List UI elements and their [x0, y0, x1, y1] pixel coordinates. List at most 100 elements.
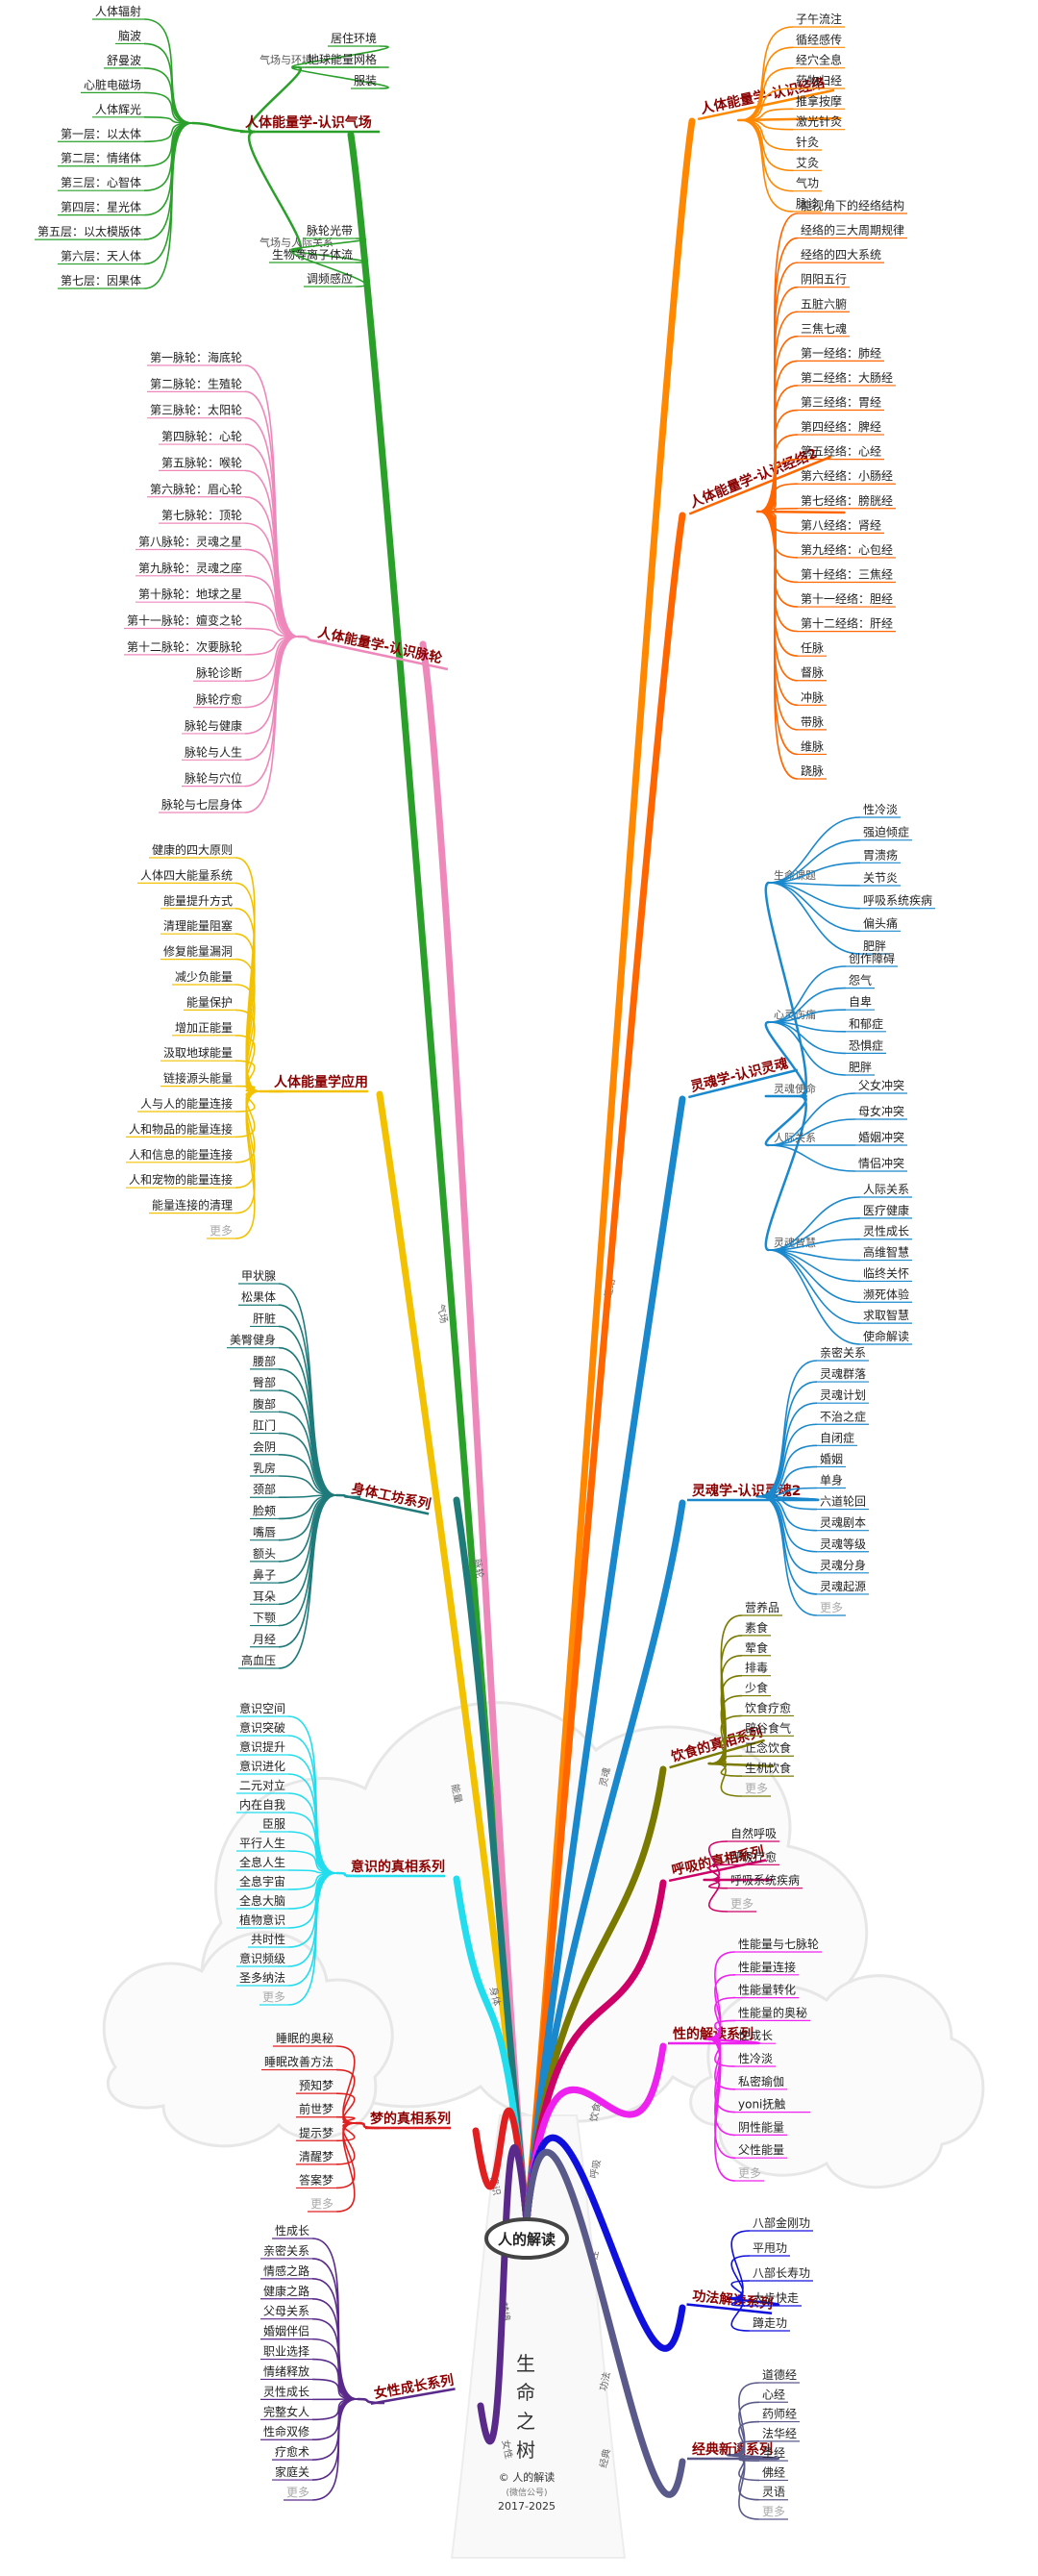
leaf-linghun-0-0[interactable]: 性冷淡: [863, 803, 898, 816]
group-label-qichang-2[interactable]: 气场与人际关系: [260, 236, 334, 249]
leaf-meng-0-4[interactable]: 提示梦: [299, 2125, 334, 2139]
leaf-yishi-0-6[interactable]: 臣服: [262, 1817, 285, 1831]
leaf-linghun-0-3[interactable]: 关节炎: [863, 871, 898, 885]
leaf-jingluo2-0-0[interactable]: 能视角下的经络结构: [801, 198, 904, 213]
leaf-linghun-0-4[interactable]: 呼吸系统疾病: [863, 893, 932, 908]
leaf-meng-0-2[interactable]: 预知梦: [299, 2079, 334, 2092]
leaf-linghun-1-3[interactable]: 和郁症: [849, 1016, 883, 1031]
leaf-jingdian-0-3[interactable]: 法华经: [762, 2427, 797, 2440]
leaf-gongfa2-0-0[interactable]: 八部金刚功: [753, 2215, 810, 2230]
leaf-nvxing-0-10[interactable]: 性命双修: [263, 2424, 309, 2438]
leaf-jingluo2-0-3[interactable]: 阴阳五行: [801, 273, 847, 287]
leaf-jingdian-0-6[interactable]: 灵语: [762, 2486, 785, 2499]
leaf-linghun-0-5[interactable]: 偏头痛: [863, 915, 898, 930]
leaf-jingluo2-0-5[interactable]: 三焦七魂: [801, 321, 847, 336]
leaf-jingdian-0-5[interactable]: 佛经: [762, 2465, 785, 2479]
leaf-meng-0-3[interactable]: 前世梦: [299, 2102, 334, 2116]
leaf-qichang-0-5[interactable]: 第一层：以太体: [61, 126, 141, 140]
leaf-xing-0-6[interactable]: 私密瑜伽: [738, 2074, 784, 2088]
leaf-meng-0-6[interactable]: 答案梦: [299, 2172, 334, 2187]
branch-title-yingyong[interactable]: 人体能量学应用: [274, 1074, 368, 1090]
leaf-yingyong-0-9[interactable]: 链接源头能量: [163, 1071, 233, 1086]
leaf-yingyong-0-3[interactable]: 清理能量阻塞: [163, 918, 233, 933]
leaf-yingyong-0-1[interactable]: 人体四大能量系统: [140, 868, 233, 882]
leaf-linghun2-0-1[interactable]: 灵魂群落: [820, 1366, 866, 1381]
leaf-linghun2-0-3[interactable]: 不治之症: [820, 1409, 866, 1423]
branch-yingyong[interactable]: 人体能量学应用健康的四大原则人体四大能量系统能量提升方式清理能量阻塞修复能量漏洞…: [126, 842, 368, 1238]
leaf-yishi-0-11[interactable]: 植物意识: [239, 1913, 285, 1927]
leaf-mailun-0-2[interactable]: 第三脉轮：太阳轮: [150, 403, 242, 417]
branch-mailun[interactable]: 人体能量学-认识脉轮第一脉轮：海底轮第二脉轮：生殖轮第三脉轮：太阳轮第四脉轮：心…: [124, 350, 448, 813]
leaf-jingluo-0-1[interactable]: 循经感传: [796, 32, 842, 46]
leaf-yinshi-0-6[interactable]: 辟谷食气: [745, 1720, 791, 1735]
leaf-linghun-0-1[interactable]: 强迫倾症: [863, 825, 909, 839]
leaf-nvxing-0-4[interactable]: 父母关系: [263, 2305, 309, 2318]
leaf-jingluo-0-0[interactable]: 子午流注: [796, 12, 842, 26]
leaf-xing-0-7[interactable]: yoni抚触: [738, 2098, 785, 2112]
leaf-qichang-0-3[interactable]: 心脏电磁场: [84, 77, 141, 91]
leaf-meng-0-1[interactable]: 睡眠改善方法: [264, 2055, 334, 2069]
leaf-linghun-3-3[interactable]: 情侣冲突: [858, 1156, 904, 1170]
leaf-jingluo2-0-22[interactable]: 维脉: [801, 738, 824, 753]
leaf-nvxing-0-3[interactable]: 健康之路: [263, 2284, 309, 2298]
branch-qichang[interactable]: 人体能量学-认识气场人体辐射脑波舒曼波心脏电磁场人体辉光第一层：以太体第二层：情…: [35, 4, 388, 288]
leaf-linghun-4-4[interactable]: 临终关怀: [863, 1265, 909, 1280]
leaf-linghun-1-0[interactable]: 创作障碍: [849, 951, 895, 965]
leaf-qichang-0-8[interactable]: 第四层：星光体: [61, 201, 141, 214]
leaf-yinshi-0-3[interactable]: 排毒: [745, 1662, 768, 1675]
leaf-linghun-1-5[interactable]: 肥胖: [849, 1061, 872, 1074]
branch-linghun[interactable]: 灵魂学-认识灵魂生命课题性冷淡强迫倾症胃溃疡关节炎呼吸系统疾病偏头痛肥胖心灵伤痛…: [688, 803, 935, 1344]
branch-title-yishi[interactable]: 意识的真相系列: [351, 1859, 445, 1875]
leaf-gongfa-0-4[interactable]: 腰部: [253, 1354, 276, 1368]
branch-title-nvxing[interactable]: 女性成长系列: [373, 2372, 456, 2402]
leaf-linghun2-0-4[interactable]: 自闭症: [820, 1430, 854, 1444]
leaf-jingluo2-0-14[interactable]: 第九经络：心包经: [801, 542, 893, 557]
leaf-linghun-4-7[interactable]: 使命解读: [863, 1329, 909, 1343]
leaf-yishi-0-15[interactable]: 更多: [262, 1990, 285, 2004]
leaf-yishi-0-2[interactable]: 意识提升: [239, 1739, 285, 1754]
leaf-qichang-2-2[interactable]: 调频感应: [307, 271, 353, 286]
leaf-xing-0-1[interactable]: 性能量连接: [738, 1960, 796, 1974]
leaf-yingyong-0-10[interactable]: 人与人的能量连接: [140, 1096, 233, 1111]
leaf-qichang-0-1[interactable]: 脑波: [118, 29, 141, 42]
leaf-nvxing-0-9[interactable]: 完整女人: [263, 2404, 309, 2418]
leaf-yishi-0-14[interactable]: 圣多纳法: [239, 1971, 285, 1985]
leaf-mailun-0-6[interactable]: 第七脉轮：顶轮: [161, 508, 242, 522]
leaf-qichang-2-1[interactable]: 生物等离子体流: [272, 247, 353, 262]
leaf-linghun-4-6[interactable]: 求取智慧: [863, 1308, 909, 1322]
leaf-yingyong-0-12[interactable]: 人和信息的能量连接: [129, 1147, 233, 1162]
leaf-jingluo-0-5[interactable]: 激光针灸: [796, 114, 842, 129]
leaf-mailun-0-5[interactable]: 第六脉轮：眉心轮: [150, 482, 242, 496]
leaf-nvxing-0-11[interactable]: 疗愈术: [275, 2444, 309, 2459]
leaf-jingluo-0-3[interactable]: 药物归经: [796, 74, 842, 88]
leaf-meng-0-7[interactable]: 更多: [310, 2197, 334, 2211]
leaf-mailun-0-4[interactable]: 第五脉轮：喉轮: [161, 455, 242, 469]
branch-jingluo[interactable]: 人体能量学-认识经络子午流注循经感传经穴全息药物归经推拿按摩激光针灸针灸艾灸气功…: [698, 12, 845, 212]
leaf-qichang-0-2[interactable]: 舒曼波: [107, 54, 141, 67]
leaf-yingyong-0-4[interactable]: 修复能量漏洞: [163, 944, 233, 959]
leaf-jingluo-0-2[interactable]: 经穴全息: [796, 53, 842, 67]
leaf-yishi-0-4[interactable]: 二元对立: [239, 1778, 285, 1792]
branch-jingluo2[interactable]: 人体能量学-认识经络2能视角下的经络结构经络的三大周期规律经络的四大系统阴阳五行…: [687, 198, 907, 779]
leaf-jingluo2-0-17[interactable]: 第十二经络：肝经: [801, 616, 893, 631]
leaf-huxi-0-3[interactable]: 更多: [730, 1897, 754, 1911]
leaf-qichang-0-11[interactable]: 第七层：因果体: [61, 274, 141, 288]
leaf-qichang-1-2[interactable]: 服装: [354, 74, 377, 88]
leaf-gongfa-0-15[interactable]: 耳朵: [253, 1589, 276, 1603]
leaf-yishi-0-13[interactable]: 意识频级: [239, 1951, 285, 1965]
leaf-qichang-1-1[interactable]: 地球能量网格: [308, 52, 377, 66]
leaf-gongfa-0-3[interactable]: 美臀健身: [230, 1333, 276, 1347]
leaf-mailun-0-7[interactable]: 第八脉轮：灵魂之星: [138, 534, 242, 548]
group-label-linghun-2[interactable]: 灵魂使命: [774, 1082, 816, 1095]
leaf-xing-0-4[interactable]: 性成长: [738, 2029, 773, 2042]
leaf-jingluo2-0-16[interactable]: 第十一经络：胆经: [801, 591, 893, 606]
leaf-gongfa-0-11[interactable]: 脸颊: [253, 1504, 276, 1517]
leaf-linghun-1-4[interactable]: 恐惧症: [849, 1038, 883, 1052]
leaf-jingluo2-0-9[interactable]: 第四经络：脾经: [801, 419, 881, 434]
leaf-yinshi-0-2[interactable]: 荤食: [745, 1640, 768, 1655]
leaf-jingluo2-0-10[interactable]: 第五经络：心经: [801, 444, 881, 459]
branch-linghun2[interactable]: 灵魂学-认识灵魂2亲密关系灵魂群落灵魂计划不治之症自闭症婚姻单身六道轮回灵魂剧本…: [687, 1345, 869, 1615]
leaf-qichang-0-6[interactable]: 第二层：情绪体: [61, 152, 141, 165]
leaf-linghun-1-2[interactable]: 自卑: [849, 994, 872, 1009]
